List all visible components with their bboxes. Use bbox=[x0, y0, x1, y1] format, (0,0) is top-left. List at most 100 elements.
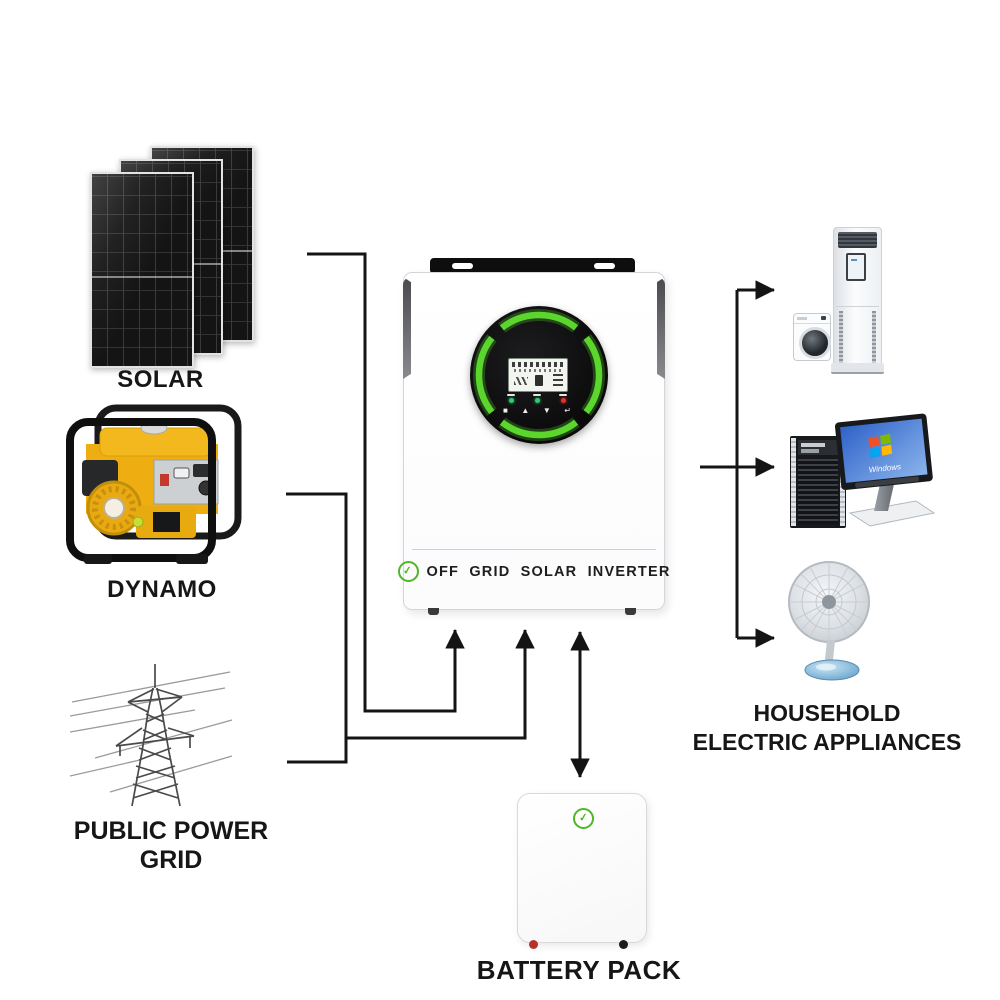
power-switch bbox=[160, 474, 169, 486]
led-unit bbox=[507, 394, 515, 403]
check-glyph: ✓ bbox=[578, 811, 589, 825]
status-led-green bbox=[508, 398, 514, 403]
bracket-slot bbox=[452, 263, 473, 269]
tower-edge-strip bbox=[791, 438, 796, 526]
monitor-base bbox=[848, 500, 936, 527]
fan-base-highlight bbox=[816, 663, 836, 671]
bracket-slot bbox=[594, 263, 615, 269]
panel-divider bbox=[92, 275, 192, 278]
generator-frame-front bbox=[66, 418, 216, 562]
battery-pack-label: BATTERY PACK bbox=[476, 955, 682, 985]
led-label bbox=[559, 394, 567, 396]
ac-base bbox=[831, 363, 884, 374]
inverter-bevel bbox=[403, 277, 411, 379]
cage-ring bbox=[801, 574, 857, 630]
inverter-foot bbox=[428, 608, 439, 615]
flag-pane-yellow bbox=[881, 444, 893, 456]
status-led-green bbox=[534, 398, 540, 403]
washer-panel bbox=[797, 317, 807, 320]
connector-feed-to-inverter bbox=[346, 629, 535, 740]
tower-lattice bbox=[115, 664, 195, 807]
appliances-label-line2: ELECTRIC APPLIANCES bbox=[692, 729, 962, 755]
appliances-label-line1: HOUSEHOLD bbox=[753, 700, 901, 726]
brand-logo-icon: ✓ bbox=[573, 808, 594, 829]
battery-foot-black bbox=[619, 940, 628, 949]
washing-machine bbox=[793, 313, 831, 361]
vent bbox=[153, 512, 180, 532]
connector-dynamo-segment bbox=[286, 492, 348, 738]
fan-hub bbox=[822, 595, 836, 609]
washer-door bbox=[799, 327, 831, 359]
ac-display bbox=[846, 253, 866, 281]
flag-pane-red bbox=[868, 436, 880, 448]
computer-tower bbox=[790, 436, 846, 528]
up-button-icon[interactable]: ▲ bbox=[521, 406, 530, 415]
tower-drive-bays bbox=[798, 440, 838, 455]
ac-side-grille bbox=[872, 311, 876, 363]
air-conditioner bbox=[831, 227, 884, 374]
table-fan bbox=[788, 561, 870, 681]
inverter-divider bbox=[412, 549, 656, 550]
check-glyph: ✓ bbox=[402, 564, 414, 578]
ac-side-grille bbox=[839, 311, 843, 363]
foot-left bbox=[84, 554, 112, 564]
windows-text: Windows bbox=[868, 462, 901, 474]
battery-foot-red bbox=[529, 940, 538, 949]
touch-buttons: ■ ▲ ▼ ↵ bbox=[503, 405, 571, 417]
inverter-bevel bbox=[657, 277, 665, 379]
dynamo-generator bbox=[66, 404, 242, 564]
public-power-grid-label: PUBLIC POWER GRID bbox=[73, 817, 269, 874]
tower-grille bbox=[798, 459, 838, 524]
monitor-chin bbox=[855, 476, 919, 488]
led-unit bbox=[559, 394, 567, 403]
monitor-screen-group: Windows bbox=[834, 413, 933, 491]
lcd-segments bbox=[514, 369, 562, 372]
household-appliances-label: HOUSEHOLD ELECTRIC APPLIANCES bbox=[688, 699, 966, 757]
enter-button-icon[interactable]: ↵ bbox=[564, 406, 571, 415]
washer-knob bbox=[821, 316, 826, 320]
led-label bbox=[507, 394, 515, 396]
recoil-center bbox=[103, 497, 125, 519]
lcd-battery-icon bbox=[535, 375, 543, 386]
brand-logo-icon: ✓ bbox=[397, 561, 419, 582]
led-ring bbox=[473, 309, 605, 441]
outlet bbox=[173, 467, 190, 479]
ac-seam bbox=[836, 306, 879, 307]
ac-display-line bbox=[851, 259, 857, 261]
drive-bay bbox=[801, 443, 825, 447]
lcd-load-icon bbox=[553, 374, 563, 386]
indicator-dot bbox=[132, 516, 144, 528]
lcd-flow-icon bbox=[514, 377, 528, 385]
down-button-icon[interactable]: ▼ bbox=[542, 406, 551, 415]
foot-right bbox=[176, 554, 208, 564]
inverter-display-panel: ■ ▲ ▼ ↵ bbox=[470, 306, 608, 444]
drive-bay bbox=[801, 449, 819, 453]
solar-panel bbox=[90, 172, 194, 368]
inverter-mount-bracket bbox=[430, 258, 635, 274]
washer-control-strip bbox=[794, 314, 830, 324]
inverter-foot bbox=[625, 608, 636, 615]
computer-monitor: Windows bbox=[834, 413, 936, 527]
connector-grid-segment bbox=[287, 738, 348, 764]
led-unit bbox=[533, 394, 541, 403]
lcd-segments bbox=[512, 362, 564, 367]
fan-base bbox=[804, 659, 860, 681]
menu-button-icon[interactable]: ■ bbox=[503, 406, 508, 415]
inverter-brand-label: OFF GRID SOLAR INVERTER bbox=[426, 563, 671, 580]
inverter: ■ ▲ ▼ ↵ ✓ OFF GRID SOLAR INVERTER bbox=[397, 272, 669, 615]
lcd-screen bbox=[508, 358, 568, 392]
outlet-dark bbox=[193, 464, 210, 477]
fault-led-red bbox=[560, 398, 566, 403]
flag-pane-green bbox=[880, 433, 891, 445]
led-indicators bbox=[507, 394, 567, 403]
cage-ring bbox=[815, 588, 843, 616]
recoil-ticks bbox=[92, 486, 136, 530]
solar-label: SOLAR bbox=[117, 366, 204, 393]
flag-pane-blue bbox=[869, 447, 881, 459]
inverter-brand: ✓ OFF GRID SOLAR INVERTER bbox=[397, 561, 669, 582]
battery-pack: ✓ bbox=[517, 793, 647, 949]
windows-logo bbox=[868, 433, 893, 459]
led-label bbox=[533, 394, 541, 396]
dynamo-label: DYNAMO bbox=[107, 576, 217, 603]
